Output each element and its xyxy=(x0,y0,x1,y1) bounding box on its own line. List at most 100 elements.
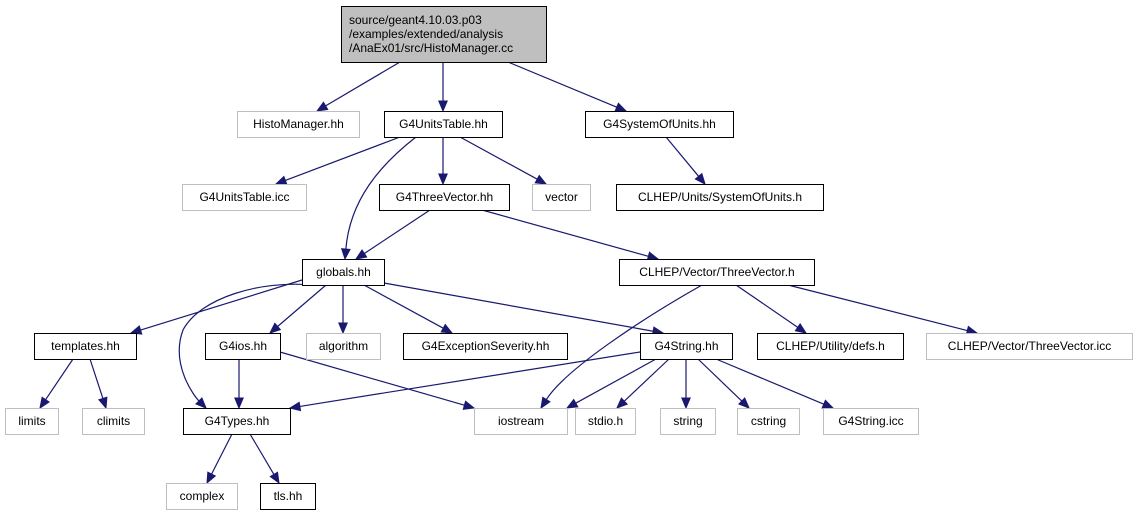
edge-g4types-hh-to-complex xyxy=(206,433,233,485)
node-clhep-units-systemofunits-h[interactable]: CLHEP/Units/SystemOfUnits.h xyxy=(616,184,824,211)
node-complex[interactable]: complex xyxy=(166,483,238,510)
edge-g4string-hh-to-g4types-hh xyxy=(288,351,641,412)
arrowhead xyxy=(821,399,835,409)
arrowhead xyxy=(269,322,282,334)
node-box[interactable] xyxy=(737,408,800,435)
node-box[interactable] xyxy=(403,333,568,360)
node-label: G4UnitsTable.icc xyxy=(199,190,289,204)
node-clhep-utility-defs-h[interactable]: CLHEP/Utility/defs.h xyxy=(757,333,904,360)
node-climits[interactable]: climits xyxy=(82,408,145,435)
edge-line xyxy=(665,136,700,177)
edge-templates-hh-to-climits xyxy=(89,358,108,410)
node-g4threevector-hh[interactable]: G4ThreeVector.hh xyxy=(379,184,510,211)
node-box[interactable] xyxy=(5,408,59,435)
node-g4exceptionseverity-hh[interactable]: G4ExceptionSeverity.hh xyxy=(403,333,568,360)
node-limits[interactable]: limits xyxy=(5,408,59,435)
edge-root-to-g4unitstable-hh xyxy=(438,62,448,113)
node-box[interactable] xyxy=(619,259,815,286)
node-label: iostream xyxy=(498,414,544,428)
node-clhep-vector-threevector-h[interactable]: CLHEP/Vector/ThreeVector.h xyxy=(619,259,815,286)
node-templates-hh[interactable]: templates.hh xyxy=(34,333,137,360)
node-g4types-hh[interactable]: G4Types.hh xyxy=(183,408,291,435)
node-box[interactable] xyxy=(341,6,547,63)
node-box[interactable] xyxy=(183,408,291,435)
edge-line xyxy=(575,358,657,404)
node-box[interactable] xyxy=(823,408,919,435)
node-box[interactable] xyxy=(616,184,824,211)
node-box[interactable] xyxy=(34,333,137,360)
node-box[interactable] xyxy=(237,111,360,138)
node-label: CLHEP/Units/SystemOfUnits.h xyxy=(638,190,802,204)
node-vector[interactable]: vector xyxy=(532,184,591,211)
arrowhead xyxy=(269,471,280,485)
node-box[interactable] xyxy=(926,333,1133,360)
node-box[interactable] xyxy=(166,483,238,510)
edge-templates-hh-to-limits xyxy=(39,358,74,410)
node-box[interactable] xyxy=(379,184,510,211)
node-box[interactable] xyxy=(302,259,385,286)
edge-line xyxy=(383,282,654,332)
edge-line xyxy=(345,136,417,250)
arrowhead xyxy=(616,397,629,409)
node-globals-hh[interactable]: globals.hh xyxy=(302,259,385,286)
edge-globals-hh-to-g4string-hh xyxy=(383,282,665,337)
node-stdio-h[interactable]: stdio.h xyxy=(575,408,636,435)
node-box[interactable] xyxy=(182,184,307,211)
edge-g4systemofunits-hh-to-clhep-units-systemofunits-h xyxy=(665,136,706,185)
node-g4string-icc[interactable]: G4String.icc xyxy=(823,408,919,435)
edge-g4ios-hh-to-iostream xyxy=(279,351,476,410)
node-box[interactable] xyxy=(82,408,145,435)
arrowhead xyxy=(694,172,706,185)
arrowhead xyxy=(565,398,579,409)
node-iostream[interactable]: iostream xyxy=(474,408,568,435)
node-g4systemofunits-hh[interactable]: G4SystemOfUnits.hh xyxy=(585,111,734,138)
node-label: cstring xyxy=(751,414,786,428)
node-cstring[interactable]: cstring xyxy=(737,408,800,435)
edge-g4unitstable-hh-to-globals-hh xyxy=(340,136,417,261)
node-clhep-vector-threevector-icc[interactable]: CLHEP/Vector/ThreeVector.icc xyxy=(926,333,1133,360)
node-string[interactable]: string xyxy=(660,408,716,435)
edge-g4string-hh-to-stdio-h xyxy=(616,358,670,409)
node-box[interactable] xyxy=(474,408,568,435)
node-box[interactable] xyxy=(640,333,733,360)
node-g4ios-hh[interactable]: G4ios.hh xyxy=(205,333,281,360)
edge-line xyxy=(211,433,233,475)
node-label: complex xyxy=(180,489,225,503)
node-label: G4UnitsTable.hh xyxy=(399,117,488,131)
arrowhead xyxy=(234,397,244,410)
edge-line xyxy=(249,433,275,475)
arrowhead xyxy=(614,102,628,112)
edge-line xyxy=(364,209,431,254)
node-box[interactable] xyxy=(205,333,281,360)
node-box[interactable] xyxy=(757,333,904,360)
arrowhead xyxy=(206,471,217,485)
node-g4string-hh[interactable]: G4String.hh xyxy=(640,333,733,360)
node-tls-hh[interactable]: tls.hh xyxy=(260,483,316,510)
node-box[interactable] xyxy=(306,333,381,360)
node-root[interactable]: source/geant4.10.03.p03/examples/extende… xyxy=(341,6,547,63)
edge-g4types-hh-to-tls-hh xyxy=(249,433,280,485)
node-label: climits xyxy=(97,414,130,428)
edge-root-to-histomanager-hh xyxy=(315,61,401,112)
arrowhead xyxy=(534,174,548,185)
node-label: limits xyxy=(18,414,45,428)
arrowhead xyxy=(354,249,368,260)
arrowhead xyxy=(338,322,348,335)
node-histomanager-hh[interactable]: HistoManager.hh xyxy=(237,111,360,138)
edge-g4string-hh-to-iostream xyxy=(565,358,657,409)
node-label: G4String.icc xyxy=(838,414,903,428)
node-box[interactable] xyxy=(532,184,591,211)
node-g4unitstable-hh[interactable]: G4UnitsTable.hh xyxy=(384,111,503,138)
node-box[interactable] xyxy=(585,111,734,138)
edge-globals-hh-to-g4ios-hh xyxy=(269,284,327,334)
node-g4unitstable-icc[interactable]: G4UnitsTable.icc xyxy=(182,184,307,211)
node-algorithm[interactable]: algorithm xyxy=(306,333,381,360)
edge-g4threevector-hh-to-clhep-vector-threevector-h xyxy=(481,209,660,261)
node-box[interactable] xyxy=(575,408,636,435)
node-box[interactable] xyxy=(384,111,503,138)
edge-line xyxy=(325,61,401,107)
node-label: templates.hh xyxy=(51,339,120,353)
node-box[interactable] xyxy=(260,483,316,510)
edge-g4unitstable-hh-to-g4threevector-hh xyxy=(438,137,448,186)
node-box[interactable] xyxy=(660,408,716,435)
